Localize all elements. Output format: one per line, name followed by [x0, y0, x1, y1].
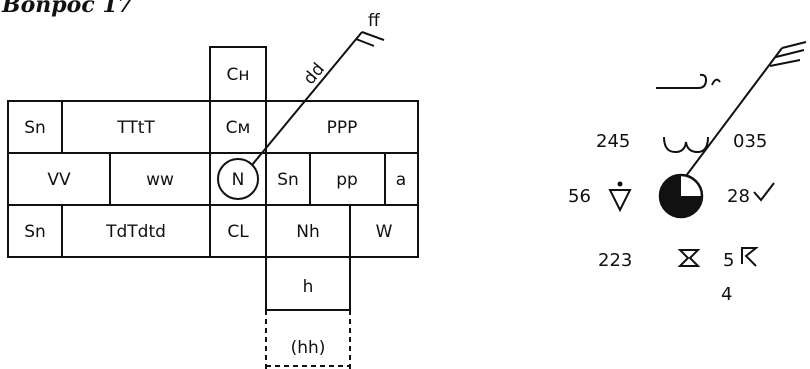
question-header: Вопрос 17: [1, 0, 134, 18]
value-bottom-right: 5: [723, 250, 734, 271]
mid-cloud-icon: [663, 136, 709, 154]
station-circle: [217, 158, 259, 200]
cell-cm: Cм: [226, 118, 251, 138]
tendency-icon: [753, 182, 775, 202]
grid-outline: [7, 100, 419, 258]
example-wind-shaft: [685, 47, 783, 177]
cell-ppp: PPP: [327, 118, 358, 138]
value-right: 28: [727, 186, 750, 207]
weather-dot: [617, 181, 623, 187]
value-top: 245: [596, 131, 630, 152]
cell-w: W: [376, 222, 393, 242]
cell-sn-row1: Sn: [24, 118, 46, 138]
weather-icon: [608, 189, 632, 213]
value-top-right: 035: [733, 131, 767, 152]
cell-ttt: TTtT: [116, 118, 155, 138]
cell-sn-row3: Sn: [24, 222, 46, 242]
example-wind-barb-icon: [769, 41, 807, 67]
wind-barb-icon: [355, 31, 385, 47]
high-cloud-icon: [656, 73, 721, 89]
station-model-scheme: [7, 31, 419, 369]
example-station-plot: 245 035 56 28 223 5 4: [568, 41, 807, 305]
cell-h: h: [303, 277, 314, 297]
cell-ww: ww: [146, 170, 174, 190]
cell-ch: Cн: [227, 65, 250, 85]
cell-td: TdTdtd: [105, 222, 166, 242]
past-weather-icon: [741, 247, 759, 267]
cell-n-total: N: [232, 170, 245, 190]
cell-nh: Nh: [296, 222, 320, 242]
label-dd: dd: [300, 59, 329, 88]
cell-hh: (hh): [291, 338, 326, 358]
cell-vv: VV: [47, 170, 71, 190]
cell-a: a: [396, 170, 406, 190]
label-ff: ff: [368, 11, 381, 31]
station-model-labels: ff dd Cн Sn TTtT Cм PPP VV ww N Sn pp a …: [24, 11, 406, 358]
value-bottom: 4: [721, 284, 732, 305]
cell-pp: pp: [336, 170, 358, 190]
wind-shaft: [251, 31, 363, 166]
low-cloud-icon: [677, 249, 701, 267]
cell-sn-row2: Sn: [277, 170, 299, 190]
total-cloud-icon: [658, 173, 704, 219]
value-bottom-left: 223: [598, 250, 632, 271]
cell-cl: CL: [227, 222, 249, 242]
value-left: 56: [568, 186, 591, 207]
